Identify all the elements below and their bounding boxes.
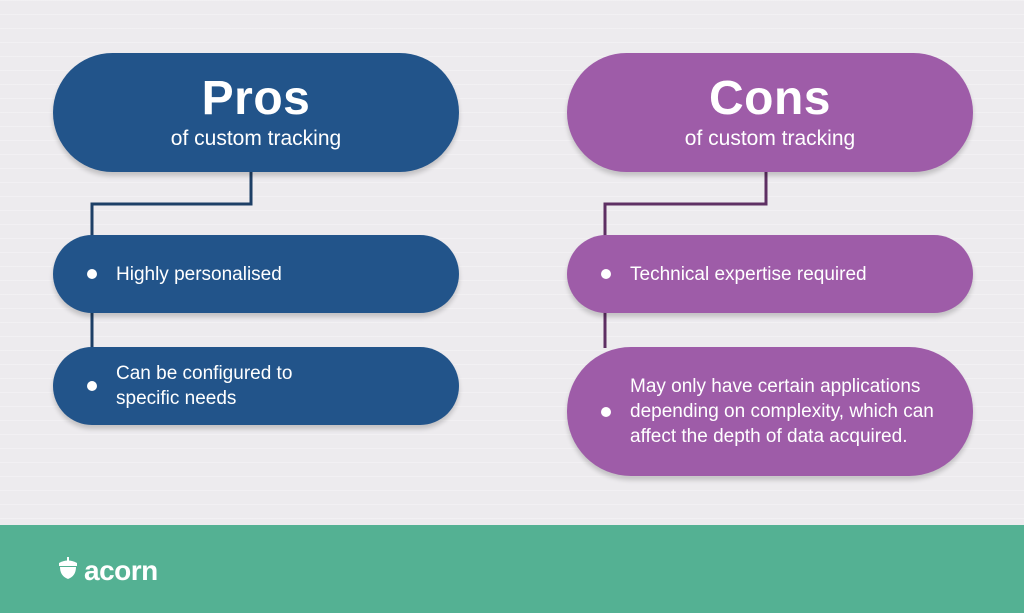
bullet-icon <box>87 269 97 279</box>
bullet-icon <box>601 406 611 417</box>
cons-header: Cons of custom tracking <box>567 53 973 172</box>
cons-item-2: May only have certain applications depen… <box>567 347 973 476</box>
footer-bar: acorn <box>0 525 1024 613</box>
acorn-icon <box>58 556 78 585</box>
connector-lines <box>90 172 768 348</box>
cons-subtitle: of custom tracking <box>684 127 856 150</box>
pros-item-2: Can be configured to specific needs <box>53 347 459 425</box>
cons-title: Cons <box>709 72 831 125</box>
acorn-logo[interactable]: acorn <box>58 556 158 585</box>
pros-subtitle: of custom tracking <box>170 127 342 150</box>
brand-name: acorn <box>84 554 158 586</box>
bullet-icon <box>87 381 97 391</box>
pros-item-1: Highly personalised <box>53 235 459 313</box>
pros-item-1-text: Highly personalised <box>116 263 282 285</box>
pros-title: Pros <box>201 72 311 125</box>
pros-item-2-text: Can be configured to specific needs <box>116 363 293 409</box>
cons-connector <box>603 172 768 236</box>
cons-item-2-text: May only have certain applications depen… <box>630 376 934 447</box>
pros-header: Pros of custom tracking <box>53 53 459 172</box>
cons-item-1: Technical expertise required <box>567 235 973 313</box>
cons-item-1-text: Technical expertise required <box>630 263 867 285</box>
pros-connector <box>90 172 253 236</box>
bullet-icon <box>601 269 611 279</box>
